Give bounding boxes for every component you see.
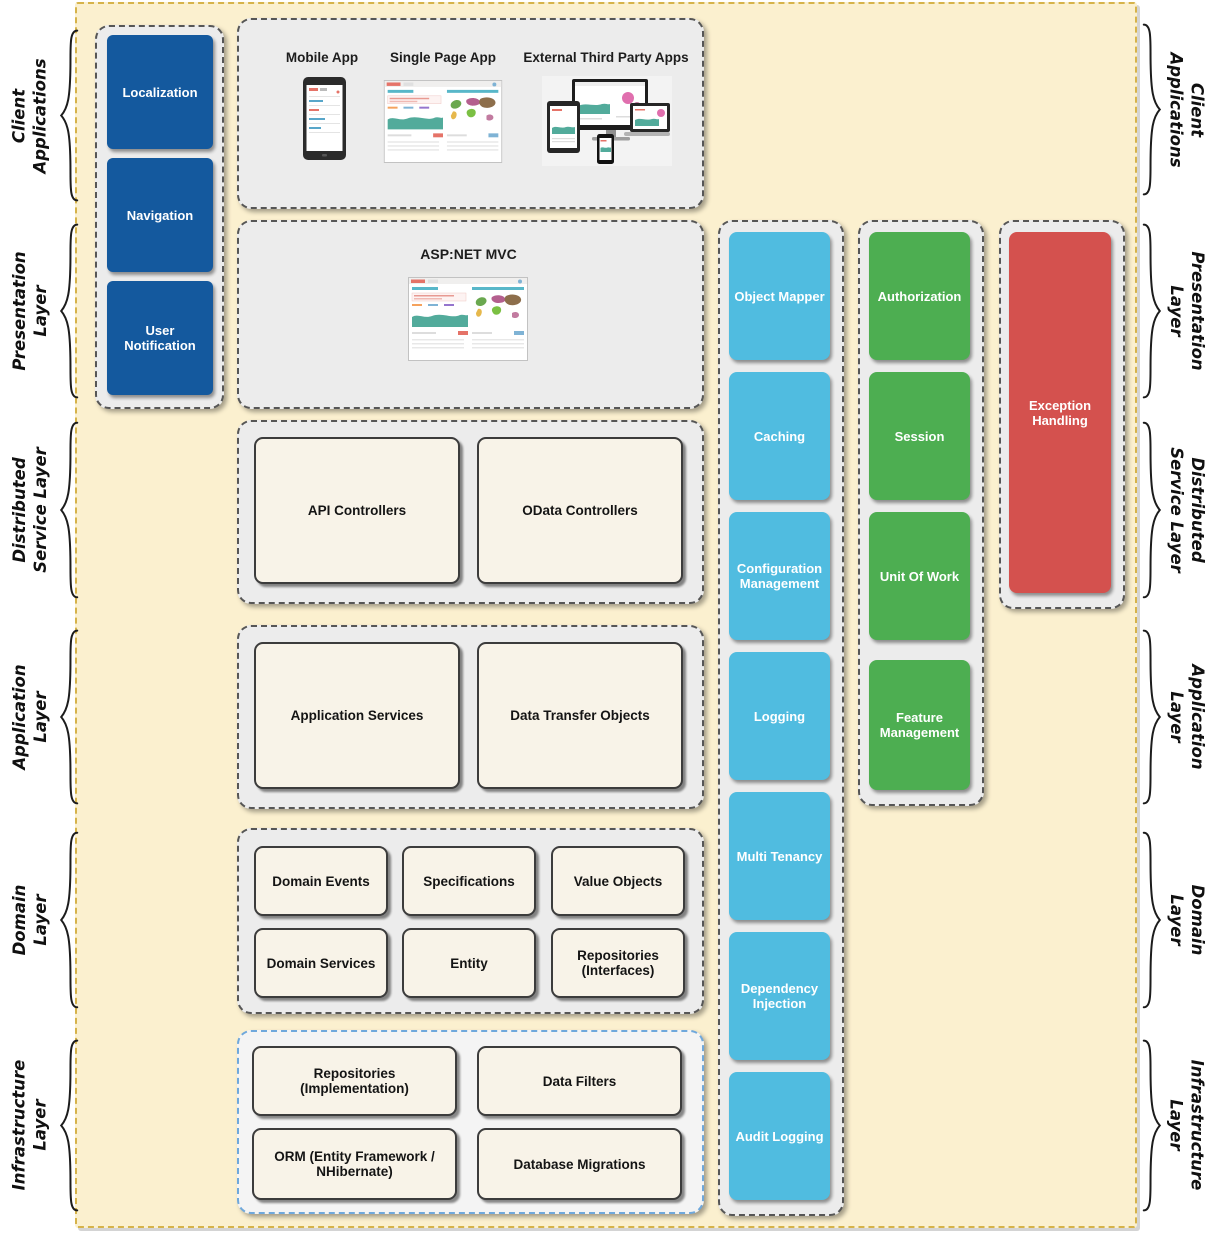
node-authorization: Authorization (869, 232, 970, 360)
layer-label-infrastructure-left: Infrastructure Layer (9, 1059, 50, 1191)
node-audit-logging: Audit Logging (729, 1072, 830, 1200)
node-multi-tenancy: Multi Tenancy (729, 792, 830, 920)
node-data-filters: Data Filters (477, 1046, 682, 1116)
node-object-mapper: Object Mapper (729, 232, 830, 360)
node-database-migrations: Database Migrations (477, 1128, 682, 1200)
node-feature-management: Feature Management (869, 660, 970, 790)
aspnet-mvc-title: ASP:NET MVC (420, 246, 517, 262)
external-apps-caption: External Third Party Apps (523, 50, 689, 65)
layer-label-domain-right: Domain Layer (1167, 884, 1208, 956)
node-api-controllers: API Controllers (254, 437, 460, 584)
node-entity: Entity (402, 928, 536, 998)
node-value-objects: Value Objects (551, 846, 685, 916)
mobile-app-image (302, 76, 347, 161)
brace-domain-left (60, 831, 79, 1009)
brace-distributed-left (60, 421, 79, 599)
brace-presentation-left (60, 223, 79, 399)
layer-label-client-right: Client Applications (1166, 52, 1207, 168)
brace-infrastructure-left (60, 1039, 79, 1212)
node-unit-of-work: Unit Of Work (869, 512, 970, 640)
layer-label-client-left: Client Applications (9, 58, 50, 174)
layer-label-application-left: Application Layer (9, 664, 50, 770)
node-orm: ORM (Entity Framework / NHibernate) (252, 1128, 457, 1200)
node-specifications: Specifications (402, 846, 536, 916)
aspnet-mvc-image (408, 276, 528, 362)
layer-label-distributed-right: Distributed Service Layer (1167, 447, 1208, 573)
node-odata-controllers: OData Controllers (477, 437, 683, 584)
node-navigation: Navigation (107, 158, 213, 272)
node-configuration-management: Configuration Management (729, 512, 830, 640)
single-page-app-image (383, 80, 503, 163)
node-user-notification: User Notification (107, 281, 213, 395)
node-caching: Caching (729, 372, 830, 500)
node-logging: Logging (729, 652, 830, 780)
layer-label-presentation-left: Presentation Layer (9, 251, 50, 371)
node-domain-events: Domain Events (254, 846, 388, 916)
node-data-transfer-objects: Data Transfer Objects (477, 642, 683, 789)
node-exception-handling: Exception Handling (1009, 232, 1111, 593)
mobile-app-caption: Mobile App (285, 50, 359, 65)
node-session: Session (869, 372, 970, 500)
layer-label-infrastructure-right: Infrastructure Layer (1166, 1059, 1207, 1191)
node-domain-services: Domain Services (254, 928, 388, 998)
single-page-app-caption: Single Page App (389, 50, 497, 65)
layer-label-distributed-left: Distributed Service Layer (9, 447, 50, 573)
layer-label-presentation-right: Presentation Layer (1167, 251, 1208, 371)
brace-application-left (60, 629, 79, 805)
layer-label-domain-left: Domain Layer (9, 884, 50, 956)
node-localization: Localization (107, 35, 213, 149)
node-repositories-implementation: Repositories (Implementation) (252, 1046, 457, 1116)
brace-client-left (60, 29, 79, 202)
node-application-services: Application Services (254, 642, 460, 789)
layer-label-application-right: Application Layer (1167, 664, 1208, 770)
external-apps-image (542, 76, 672, 166)
node-repositories-interfaces: Repositories (Interfaces) (551, 928, 685, 998)
node-dependency-injection: Dependency Injection (729, 932, 830, 1060)
